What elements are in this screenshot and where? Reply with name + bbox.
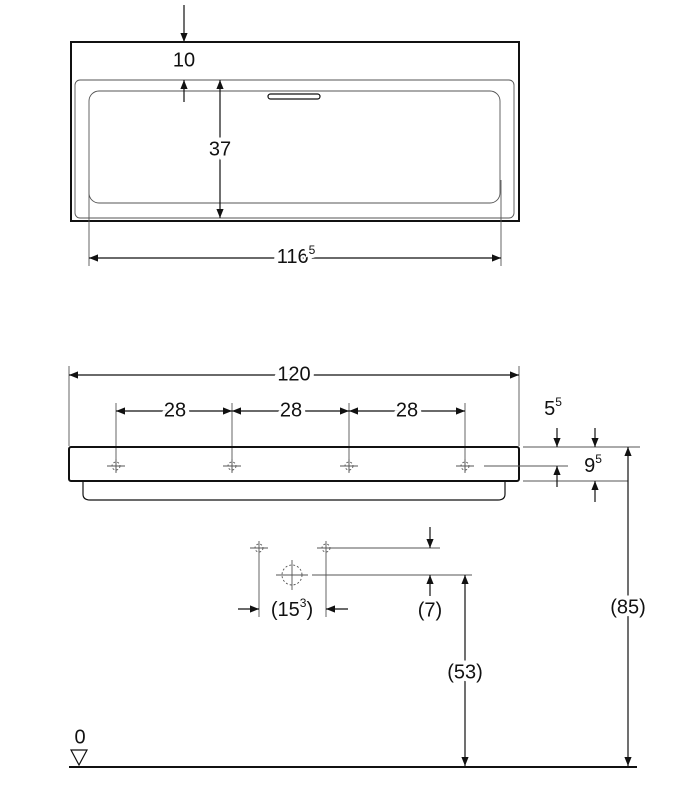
crosshair-icon: [223, 459, 241, 473]
dim-tap-spacing-1: 28: [164, 399, 186, 421]
overflow-slot: [267, 93, 321, 100]
dim-mounting-height: (85): [610, 596, 646, 618]
dim-tap-spacing-2: 28: [280, 399, 302, 421]
rim-outline: [74, 79, 515, 219]
crosshair-icon: [250, 541, 268, 555]
dim-waste-height: (53): [447, 661, 483, 683]
washbasin-front: [68, 446, 520, 482]
dim-supply-spacing: (7): [418, 599, 442, 621]
front-view: 120 28 28 28 55 95: [68, 359, 650, 768]
crosshair-icon: [340, 459, 358, 473]
dim-basin-depth: 37: [209, 138, 231, 160]
dim-rim-height: 95: [584, 452, 602, 477]
waste-outlet-icon: [276, 560, 308, 590]
crosshair-icon: [107, 459, 125, 473]
dim-tap-offset: 55: [544, 395, 562, 420]
tap-hole-markers: [107, 459, 474, 473]
dim-tap-spacing-3: 28: [396, 399, 418, 421]
top-view: 10 37 1165: [70, 5, 520, 272]
floor-level-label: 0: [74, 726, 85, 748]
crosshair-icon: [456, 459, 474, 473]
level-triangle-icon: [70, 749, 88, 767]
tap-hole-dims: 28 28 28: [115, 395, 466, 472]
dim-overall-width: 120: [277, 363, 310, 385]
crosshair-icon: [317, 541, 335, 555]
bowl-underside: [82, 481, 506, 501]
dim-waste-offset: (153): [271, 596, 313, 621]
basin-bowl: [88, 90, 501, 204]
supply-markers: [250, 541, 335, 590]
dim-basin-width: 1165: [277, 243, 316, 268]
dim-rim-depth: 10: [173, 49, 195, 71]
washbasin-outline: [70, 41, 520, 222]
